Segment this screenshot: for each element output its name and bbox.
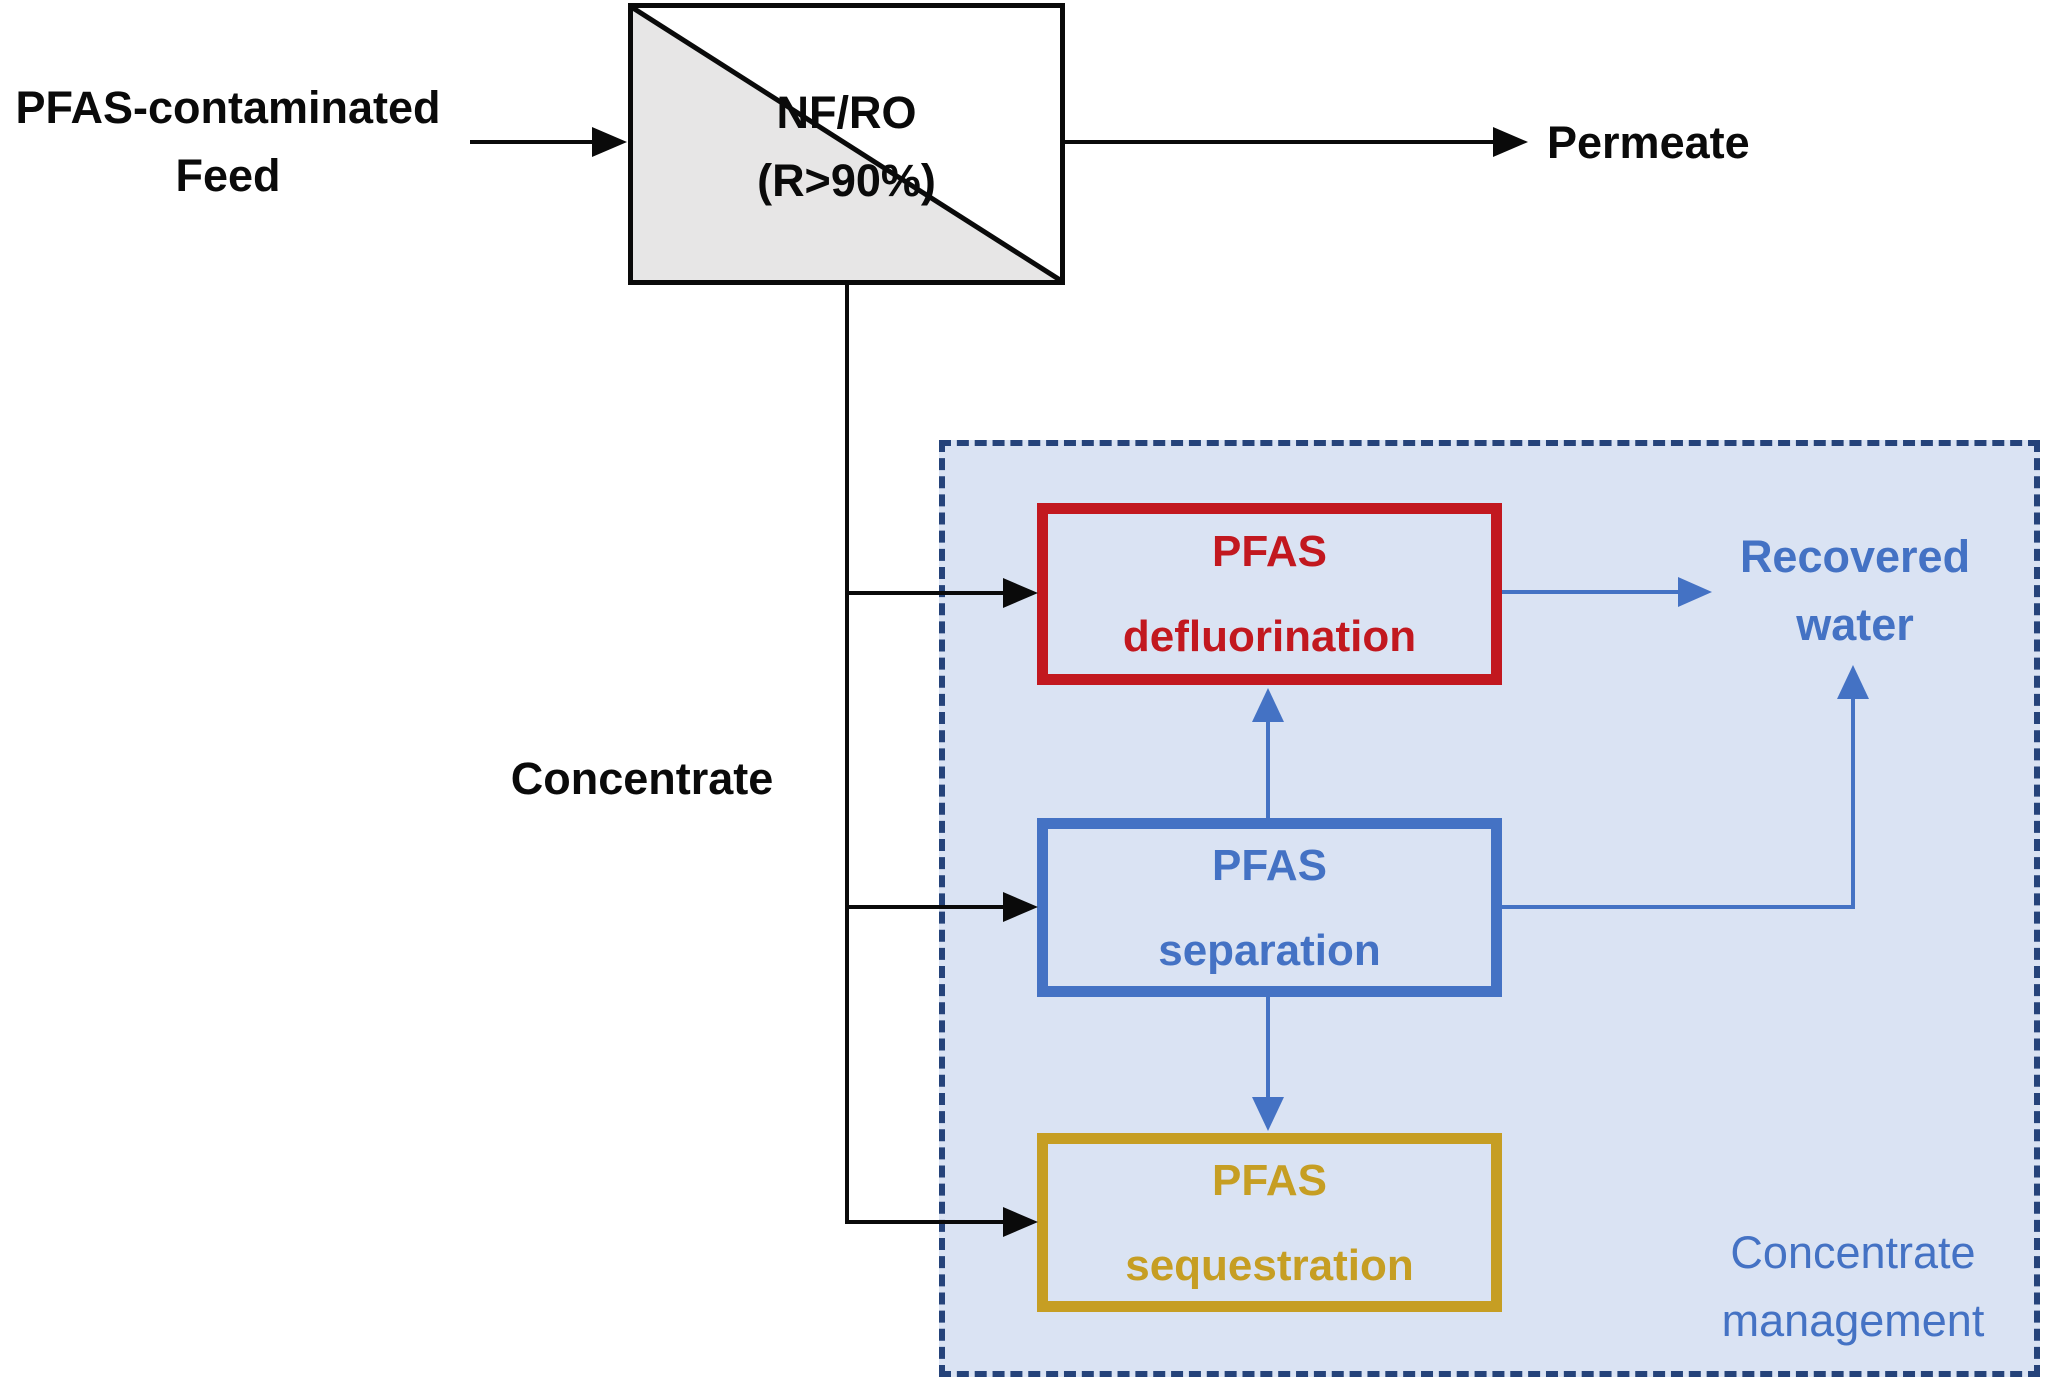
concentrate-line [845, 285, 849, 1224]
sequestration-label-line1: PFAS [1212, 1155, 1327, 1205]
feed-arrow-shaft [470, 140, 594, 144]
separation-to-sequestration-arrowhead [1252, 1097, 1284, 1131]
membrane-label-line2: (R>90%) [757, 155, 936, 206]
feed-label-line1: PFAS-contaminated [15, 82, 441, 133]
concentrate-management-container [939, 440, 2040, 1377]
permeate-arrow-shaft [1065, 140, 1495, 144]
recovered-water-line1: Recovered [1739, 531, 1971, 582]
separation-to-defluorination-arrowhead [1252, 688, 1284, 722]
separation-box: PFAS separation [1037, 818, 1502, 997]
membrane-label-line1: NF/RO [776, 87, 917, 138]
membrane-diagonal-graphic [633, 8, 1060, 280]
sequestration-label-line2: sequestration [1125, 1240, 1414, 1290]
separation-to-recovered-elbow-vertical [1851, 699, 1855, 909]
separation-to-defluorination-arrow-shaft [1266, 720, 1270, 818]
branch-arrow-separation-head [1003, 892, 1038, 922]
permeate-arrowhead [1493, 127, 1528, 157]
defluorination-to-recovered-arrowhead [1678, 577, 1712, 607]
separation-to-recovered-arrowhead [1837, 665, 1869, 699]
branch-arrow-separation-shaft [845, 905, 1005, 909]
separation-label-line1: PFAS [1212, 840, 1327, 890]
defluorination-box: PFAS defluorination [1037, 503, 1502, 685]
recovered-water-label: Recovered water [1705, 523, 2005, 659]
feed-arrowhead [592, 127, 627, 157]
defluorination-label-line2: defluorination [1122, 612, 1417, 661]
branch-arrow-defluorination-shaft [845, 591, 1005, 595]
feed-label-line2: Feed [175, 150, 281, 201]
defluorination-to-recovered-arrow-shaft [1502, 590, 1680, 594]
branch-arrow-sequestration-shaft [845, 1220, 1005, 1224]
feed-label: PFAS-contaminated Feed [0, 74, 456, 210]
separation-to-recovered-elbow-horizontal [1502, 905, 1855, 909]
sequestration-box: PFAS sequestration [1037, 1133, 1502, 1312]
membrane-diagonal-line [633, 8, 1060, 280]
membrane-box [628, 3, 1065, 285]
concentrate-management-label: Concentrate management [1683, 1219, 2023, 1355]
defluorination-label-line1: PFAS [1212, 527, 1327, 576]
concentrate-management-line1: Concentrate [1730, 1227, 1976, 1278]
membrane-label: NF/RO (R>90%) [628, 79, 1065, 215]
concentrate-management-line2: management [1721, 1295, 1985, 1346]
permeate-label: Permeate [1547, 117, 1750, 168]
branch-arrow-defluorination-head [1003, 578, 1038, 608]
separation-to-sequestration-arrow-shaft [1266, 997, 1270, 1099]
concentrate-label: Concentrate [510, 753, 774, 804]
branch-arrow-sequestration-head [1003, 1207, 1038, 1237]
recovered-water-line2: water [1796, 599, 1914, 650]
separation-label-line2: separation [1158, 925, 1381, 975]
